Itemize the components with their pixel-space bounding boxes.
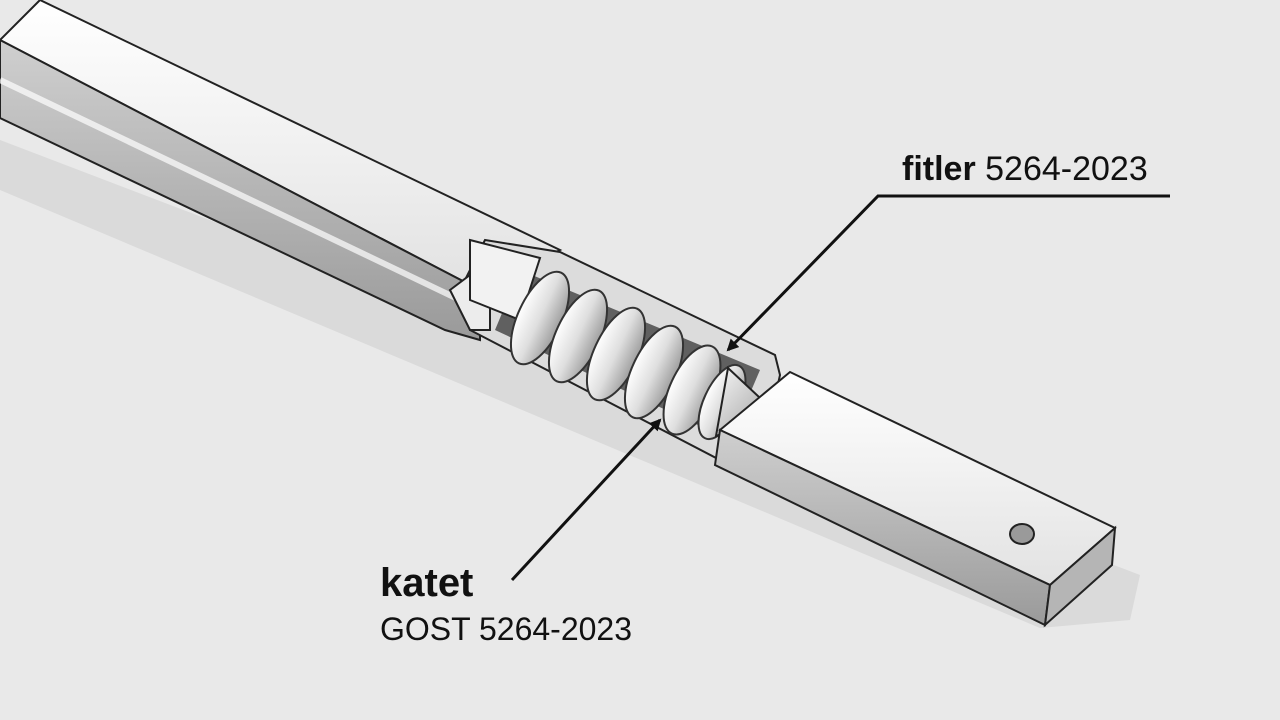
callout-bottom-label: katet GOST 5264-2023 — [380, 560, 632, 650]
leader-line-top — [726, 194, 1170, 352]
callout-bottom-code: GOST 5264-2023 — [380, 611, 633, 647]
callout-top-code: 5264-2023 — [985, 150, 1148, 188]
mounting-hole — [1009, 523, 1035, 545]
callout-top-term: fitler — [902, 150, 976, 188]
left-bar-side — [0, 38, 481, 342]
callout-top-label: fitler 5264-2023 — [902, 150, 1148, 189]
right-bar-end — [1043, 525, 1117, 628]
callout-bottom-term: katet — [380, 561, 474, 605]
leader-line-bottom — [510, 418, 662, 582]
